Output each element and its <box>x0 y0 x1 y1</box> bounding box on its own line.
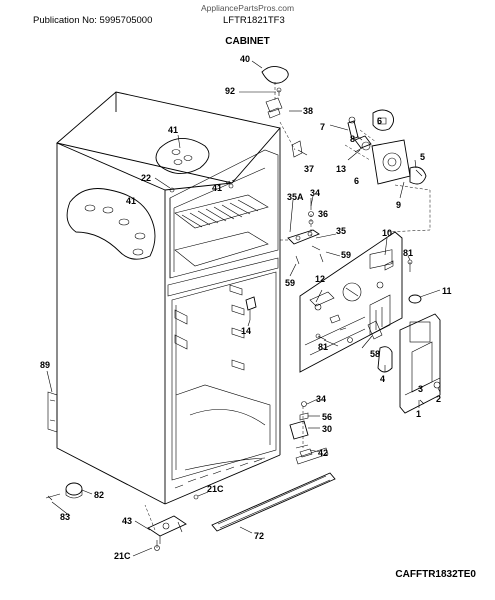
callout-5: 5 <box>420 152 425 162</box>
callout-6-bottom: 6 <box>354 176 359 186</box>
callout-34-top: 34 <box>310 188 320 198</box>
callout-35: 35 <box>336 226 346 236</box>
section-title: CABINET <box>225 36 270 47</box>
callout-34-bottom: 34 <box>316 394 326 404</box>
callout-56: 56 <box>322 412 332 422</box>
callout-21C-bottom: 21C <box>114 551 131 561</box>
callout-6-top: 6 <box>377 116 382 126</box>
dispenser-actuator-assembly <box>344 109 431 233</box>
callout-40: 40 <box>240 54 250 64</box>
dispenser-cover <box>315 259 441 414</box>
callout-2: 2 <box>436 394 441 404</box>
callout-58: 58 <box>370 349 380 359</box>
callout-37: 37 <box>304 164 314 174</box>
callout-89: 89 <box>40 360 50 370</box>
callout-41-mid: 41 <box>212 183 222 193</box>
callout-3: 3 <box>418 384 423 394</box>
callout-43: 43 <box>122 516 132 526</box>
publication-number: Publication No: 5995705000 <box>33 15 153 26</box>
lower-hinge-assembly <box>289 401 313 458</box>
callout-21C-mid: 21C <box>207 484 224 494</box>
callout-14: 14 <box>241 326 251 336</box>
callout-8: 8 <box>350 134 355 144</box>
light-socket <box>245 296 257 320</box>
callout-41-top: 41 <box>168 125 178 135</box>
callout-36: 36 <box>318 209 328 219</box>
callout-81-bottom: 81 <box>318 342 328 352</box>
leveling-parts <box>45 482 199 551</box>
kick-plate <box>211 447 336 532</box>
mounting-bracket <box>280 198 324 265</box>
callout-35A: 35A <box>287 192 304 202</box>
site-watermark: AppliancePartsPros.com <box>200 3 295 13</box>
callout-11: 11 <box>442 286 452 296</box>
model-number: LFTR1821TF3 <box>223 15 285 26</box>
callout-labels: 40 92 38 41 7 6 8 5 13 6 37 22 41 9 34 3… <box>40 54 452 561</box>
callout-1: 1 <box>416 409 421 419</box>
callout-22: 22 <box>141 173 151 183</box>
diagram-code: CAFFTR1832TE0 <box>395 569 476 580</box>
dispenser-back-panel <box>299 231 403 373</box>
leader-lines <box>46 60 441 557</box>
callout-10: 10 <box>382 228 392 238</box>
callout-83: 83 <box>60 512 70 522</box>
cabinet-body <box>47 91 281 505</box>
callout-7: 7 <box>320 122 325 132</box>
callout-82: 82 <box>94 490 104 500</box>
callout-38: 38 <box>303 106 313 116</box>
callout-12: 12 <box>315 274 325 284</box>
callout-92: 92 <box>225 86 235 96</box>
callout-9: 9 <box>396 200 401 210</box>
callout-72: 72 <box>254 531 264 541</box>
callout-59-right: 59 <box>341 250 351 260</box>
callout-41-left: 41 <box>126 196 136 206</box>
callout-4: 4 <box>380 374 385 384</box>
insulation-pieces <box>66 138 237 260</box>
callout-13: 13 <box>336 164 346 174</box>
callout-81-top: 81 <box>403 248 413 258</box>
top-hinge-assembly <box>261 66 303 158</box>
callout-30: 30 <box>322 424 332 434</box>
callout-59-left: 59 <box>285 278 295 288</box>
callout-42: 42 <box>318 448 328 458</box>
